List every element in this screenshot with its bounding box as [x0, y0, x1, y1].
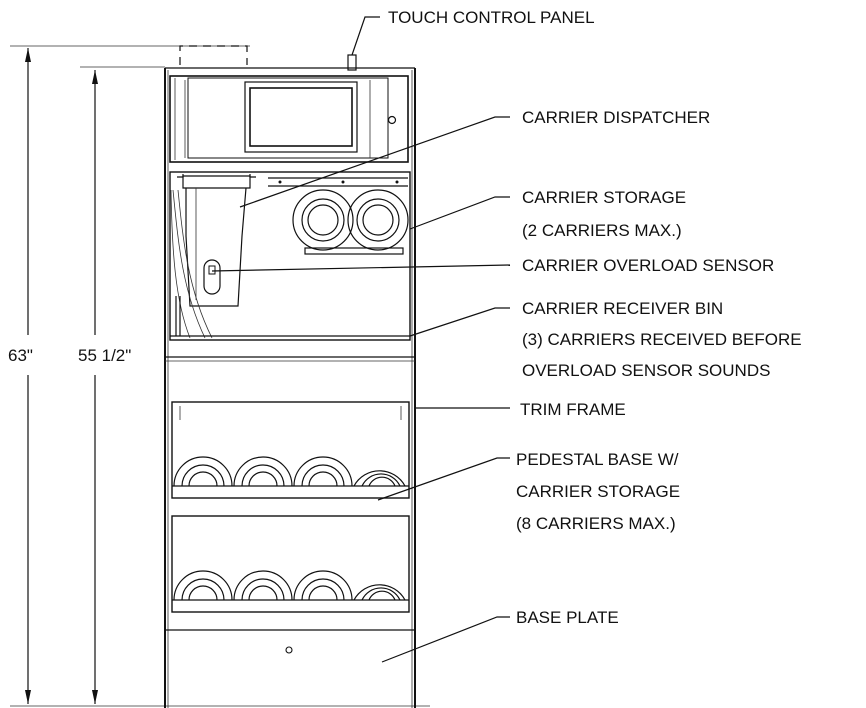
carrier-storage-label-2: (2 CARRIERS MAX.)	[522, 221, 682, 240]
carrier-receiver-bin-label-3: OVERLOAD SENSOR SOUNDS	[522, 361, 770, 380]
upper-shelf-carriers	[172, 456, 409, 487]
pedestal-base	[165, 356, 415, 654]
carrier-storage-label-1: CARRIER STORAGE	[522, 188, 686, 207]
leader-lines	[211, 16, 511, 663]
pedestal-base-label-1: PEDESTAL BASE W/	[516, 450, 679, 469]
touch-control-panel	[169, 75, 409, 163]
lower-shelf-carriers	[172, 570, 409, 601]
overall-height-label: 63"	[8, 346, 33, 365]
base-plate-label: BASE PLATE	[516, 608, 619, 627]
cabinet-height-label: 55 1/2"	[78, 346, 131, 365]
carrier-receiver-bin-label-1: CARRIER RECEIVER BIN	[522, 299, 723, 318]
pedestal-base-label-3: (8 CARRIERS MAX.)	[516, 514, 676, 533]
cabinet	[164, 45, 416, 708]
dispatch-compartment	[169, 171, 411, 341]
dimension-overall: 63"	[8, 45, 430, 707]
touch-control-panel-label: TOUCH CONTROL PANEL	[388, 8, 595, 27]
pedestal-base-label-2: CARRIER STORAGE	[516, 482, 680, 501]
carrier-dispatcher-label: CARRIER DISPATCHER	[522, 108, 710, 127]
carrier-receiver-bin-label-2: (3) CARRIERS RECEIVED BEFORE	[522, 330, 802, 349]
dimension-cabinet: 55 1/2"	[78, 66, 165, 704]
carrier-overload-sensor-label: CARRIER OVERLOAD SENSOR	[522, 256, 774, 275]
trim-frame-label: TRIM FRAME	[520, 400, 626, 419]
